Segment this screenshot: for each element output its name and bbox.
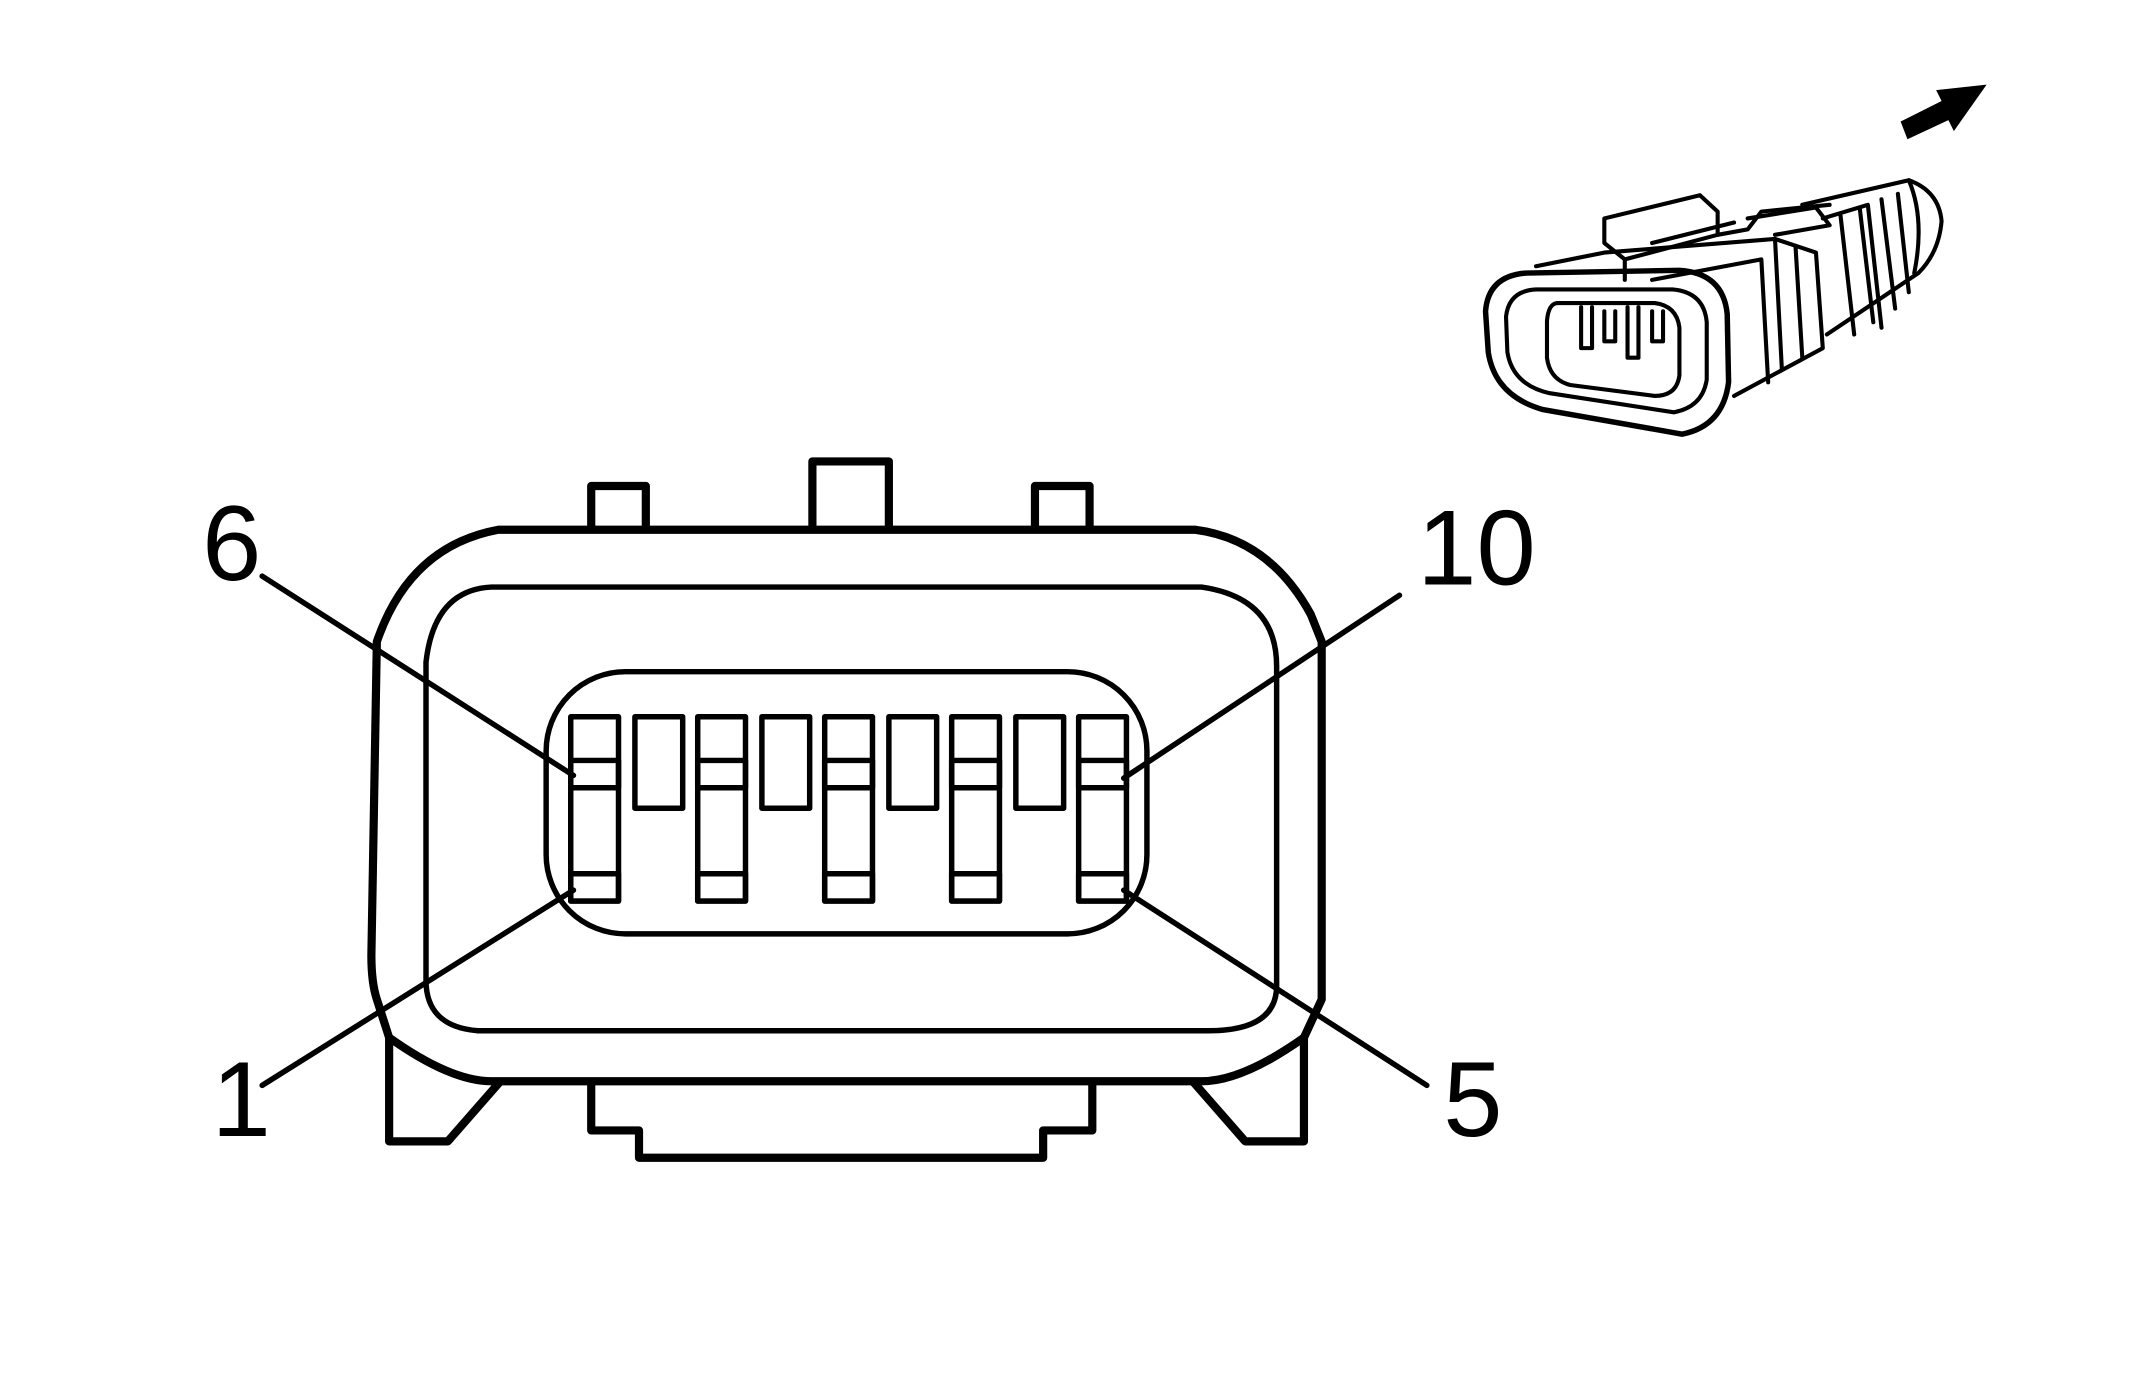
pin-label-1: 1 [212,1040,271,1159]
housing-outer [367,525,1326,1086]
leader-line-pin-10 [1120,592,1403,781]
terminal-pin [821,714,876,904]
leader-line-pin-1 [259,887,577,1089]
terminal-pin [694,714,749,904]
leader-line-pin-5 [1120,887,1430,1089]
terminal-pin [948,714,1003,904]
leader-lines [259,573,1430,1089]
cavity-slot [632,714,686,811]
arrow-up-right-icon [1900,84,1987,140]
pin-label-10: 10 [1417,488,1535,607]
connector-face [367,457,1326,1162]
connector-isometric-icon [1482,178,1944,437]
terminal-cavity [543,668,1150,937]
bottom-center-tab [587,1071,1097,1162]
terminal-pin [568,714,622,904]
cavity-slot [886,714,940,811]
housing-inner [423,584,1280,1034]
leader-line-pin-6 [259,573,577,779]
cavity-slot [759,714,813,811]
cavity-slot [1013,714,1067,811]
pin-label-6: 6 [202,484,261,603]
pin-label-5: 5 [1443,1040,1502,1159]
